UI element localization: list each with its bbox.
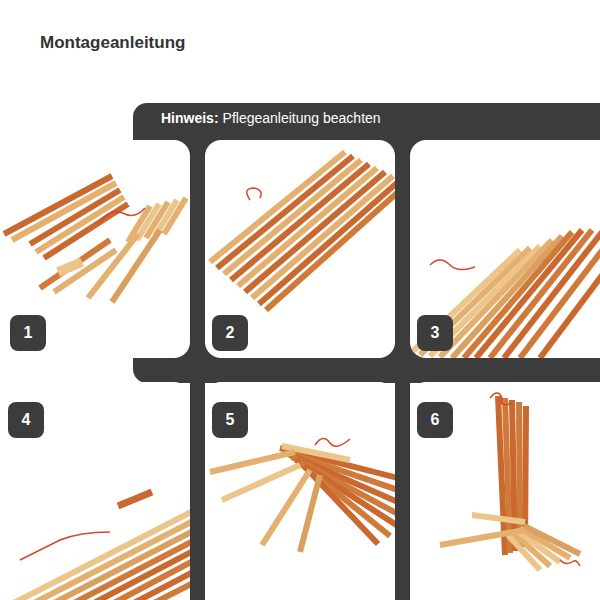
folding-drawing	[210, 438, 395, 552]
note-band: Hinweis:Pflegeanleitung beachten	[155, 106, 387, 130]
bundle-drawing	[210, 152, 395, 310]
frame-divider	[395, 370, 410, 600]
step-digit: 5	[226, 411, 235, 429]
step-number: 3	[417, 315, 453, 351]
note-label: Hinweis:	[161, 110, 219, 126]
step-number: 4	[8, 402, 44, 438]
step-number: 5	[212, 402, 248, 438]
chair-drawing	[440, 393, 580, 570]
step-number: 2	[212, 315, 248, 351]
frame-divider	[190, 370, 205, 600]
page-title: Montageanleitung	[40, 33, 185, 53]
parts-drawing	[4, 176, 186, 302]
panel	[0, 140, 190, 358]
panel	[410, 140, 600, 358]
fan-drawing	[412, 230, 600, 358]
step-digit: 2	[226, 324, 235, 342]
step-digit: 3	[431, 324, 440, 342]
step-digit: 6	[431, 411, 440, 429]
step-number: 6	[417, 402, 453, 438]
note-text: Pflegeanleitung beachten	[223, 110, 381, 126]
step-digit: 4	[22, 411, 31, 429]
panel	[410, 382, 600, 600]
step-digit: 1	[24, 324, 33, 342]
panel	[205, 140, 395, 358]
slats-drawing	[10, 492, 190, 600]
step-number: 1	[10, 315, 46, 351]
